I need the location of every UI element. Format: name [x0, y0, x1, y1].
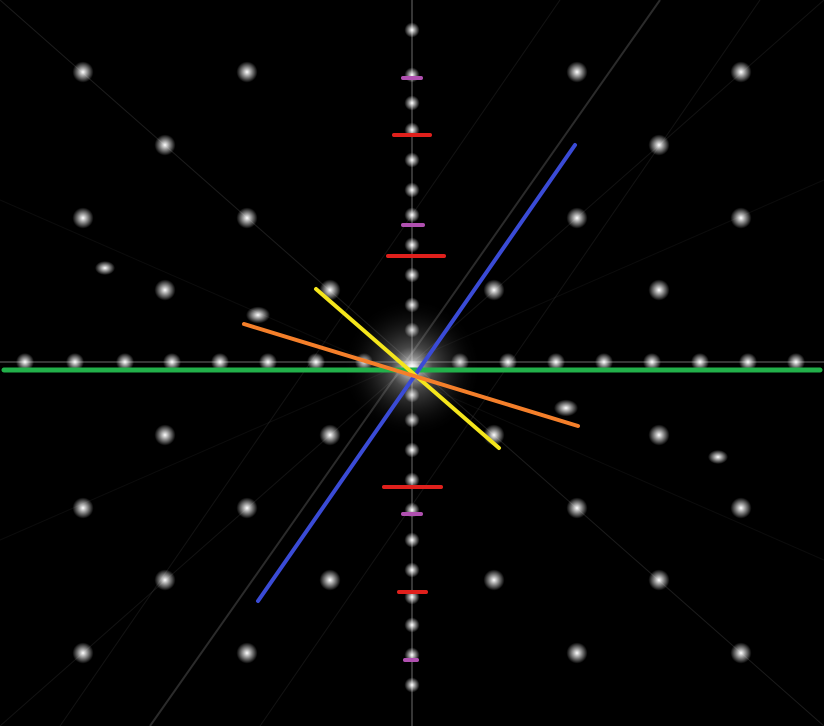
diffraction-spot	[648, 569, 670, 591]
diffraction-spot	[236, 642, 258, 664]
overlay-lines	[1, 143, 823, 603]
yellow-diagonal-line	[314, 287, 501, 450]
diffraction-spot	[730, 497, 752, 519]
diffraction-spot	[163, 353, 181, 371]
diffraction-spot	[595, 353, 613, 371]
diffraction-spot	[404, 532, 420, 548]
diffraction-spot	[72, 642, 94, 664]
diffraction-spot	[547, 353, 565, 371]
diffraction-spot	[787, 353, 805, 371]
diffraction-spot	[691, 353, 709, 371]
diffraction-spot	[72, 497, 94, 519]
overlay-markers	[382, 76, 446, 662]
diffraction-spot	[404, 207, 420, 223]
diffraction-spot	[154, 569, 176, 591]
diffraction-spot	[72, 207, 94, 229]
diffraction-spot	[566, 497, 588, 519]
diffraction-spot	[66, 353, 84, 371]
diffraction-spot	[566, 207, 588, 229]
blue-diagonal-line	[256, 143, 577, 603]
diffraction-spot	[648, 279, 670, 301]
diffraction-spot	[730, 642, 752, 664]
diffraction-spot	[404, 95, 420, 111]
diffraction-spot	[404, 237, 420, 253]
diffraction-spot	[154, 134, 176, 156]
diffraction-spot	[648, 424, 670, 446]
diffraction-spot	[404, 442, 420, 458]
diffraction-spot	[259, 353, 277, 371]
diffraction-spot	[643, 353, 661, 371]
diffraction-spot	[499, 353, 517, 371]
diffraction-spot	[404, 152, 420, 168]
diffraction-spot	[730, 207, 752, 229]
diffraction-spot	[739, 353, 757, 371]
diffraction-spot	[404, 562, 420, 578]
diffraction-spot	[404, 182, 420, 198]
diffraction-spot	[566, 642, 588, 664]
diffuse-spot	[708, 450, 728, 464]
diffraction-spot	[211, 353, 229, 371]
diffraction-spot	[116, 353, 134, 371]
diffraction-spot	[648, 134, 670, 156]
diffraction-spot	[236, 61, 258, 83]
diffraction-spot	[404, 267, 420, 283]
diffraction-spot	[730, 61, 752, 83]
diffraction-spot	[404, 472, 420, 488]
diffraction-spot	[154, 279, 176, 301]
diffraction-spot	[307, 353, 325, 371]
diffraction-spot	[404, 22, 420, 38]
diffraction-spot	[404, 677, 420, 693]
diffraction-spot	[319, 424, 341, 446]
diffraction-spot	[236, 207, 258, 229]
orange-diagonal-line	[242, 322, 580, 428]
diffraction-spot	[483, 569, 505, 591]
diffraction-spot	[483, 279, 505, 301]
diffraction-spot	[72, 61, 94, 83]
diffuse-spot	[95, 261, 115, 275]
diffuse-spot	[554, 399, 578, 417]
diffraction-spot	[404, 67, 420, 83]
diffraction-spot	[154, 424, 176, 446]
diffraction-spot	[566, 61, 588, 83]
diffraction-spot	[16, 353, 34, 371]
diffraction-spot	[236, 497, 258, 519]
diffraction-spot	[404, 617, 420, 633]
diffuse-spot	[246, 306, 270, 324]
diffraction-spot	[319, 569, 341, 591]
